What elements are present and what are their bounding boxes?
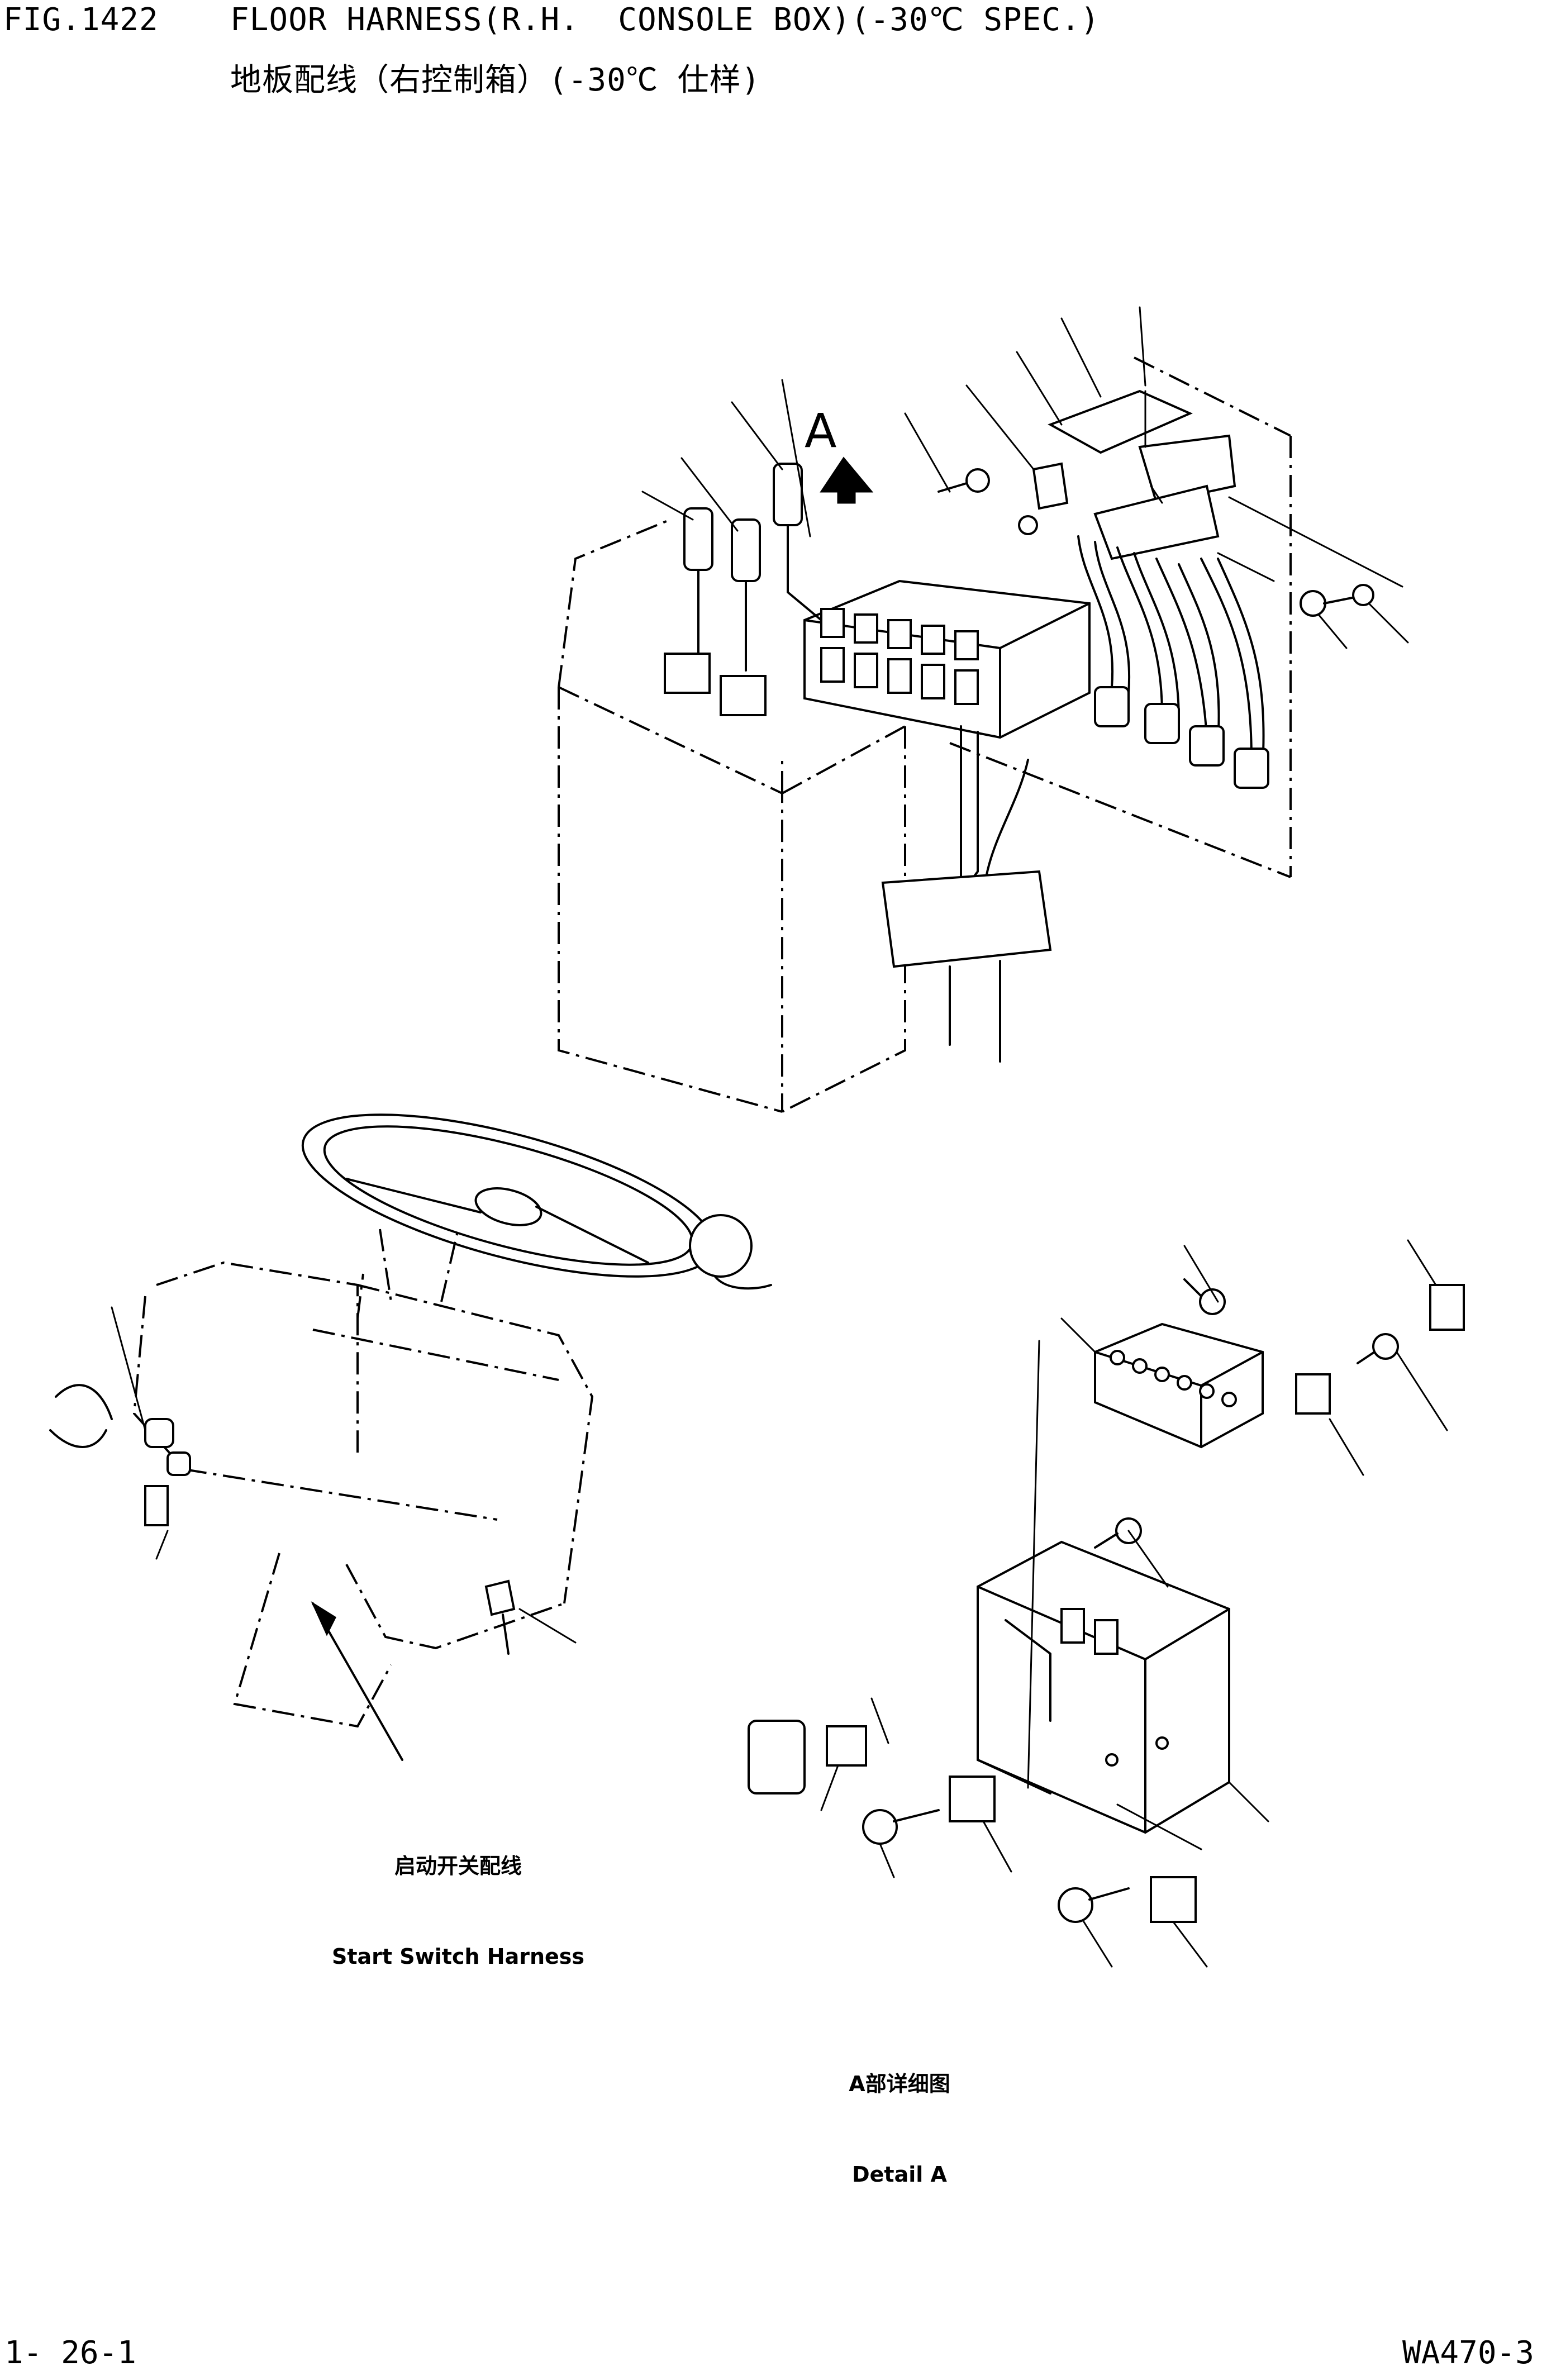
detail-a-mounting-tray [977,1540,1230,1834]
view-a-label: A [805,403,836,458]
bulb-socket-group [664,463,822,716]
start-switch-caption-en: Start Switch Harness [331,1944,585,1969]
detail-a-caption-en: Detail A [852,2162,947,2187]
steering-wheel [301,1113,772,1290]
console-box-outline [558,356,1292,1113]
connector-blocks [1032,389,1236,560]
start-switch-harness-caption: 启动开关配线 Start Switch Harness [313,1791,603,2002]
detail-a-caption: A部详细图 Detail A [793,2008,1006,2220]
detail-a-relays [748,1284,1465,1923]
floor-plate [881,870,1052,1063]
leader-lines-upper [641,306,1409,649]
view-a-marker: A [805,403,874,504]
model-code: WA470-3 [1402,2335,1534,2371]
detail-a-caption-cn: A部详细图 [849,2072,950,2096]
figure-title-english: FLOOR HARNESS(R.H. CONSOLE BOX)(-30℃ SPE… [230,2,1100,38]
start-switch-caption-cn: 启动开关配线 [394,1854,522,1878]
figure-number: FIG.1422 [3,2,159,38]
relay-row [820,608,979,705]
page-number: 1- 26-1 [4,2335,137,2371]
leader-lines-left [111,1306,577,1761]
bolt-washer-set [937,468,1374,617]
relay-panel [803,579,1091,739]
figure-title-chinese: 地板配线（右控制箱）(-30℃ 仕样) [230,62,761,98]
leader-lines-detail [820,1239,1448,1968]
detail-a-relay-bracket [1094,1322,1264,1449]
steering-column-box [49,1229,594,1728]
